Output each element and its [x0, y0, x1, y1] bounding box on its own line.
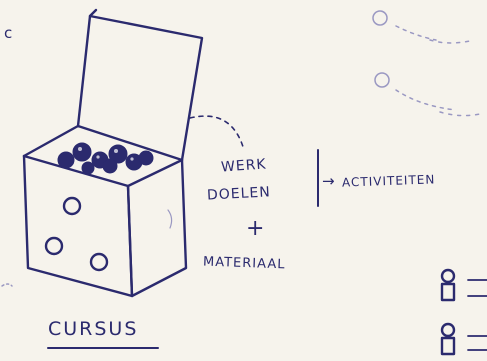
- circle-icon: [46, 238, 62, 254]
- person-icon: [442, 324, 487, 354]
- cursus-label: CURSUS: [48, 318, 138, 340]
- materiaal-label: MATERIAAL: [203, 255, 286, 273]
- box-icon: [24, 156, 132, 296]
- box-lid: [78, 16, 202, 160]
- werk-label: WERK: [220, 156, 267, 175]
- connector-curve: [190, 116, 244, 150]
- person-icon: [442, 270, 487, 300]
- corner-letter: c: [4, 24, 13, 42]
- circle-icon: [91, 254, 107, 270]
- box-side: [128, 160, 186, 296]
- plus-sign: +: [246, 216, 265, 241]
- doelen-label: DOELEN: [207, 184, 272, 203]
- circle-icon: [375, 73, 389, 87]
- arrow-icon: →: [322, 172, 336, 190]
- circle-icon: [373, 11, 387, 25]
- circle-icon: [64, 198, 80, 214]
